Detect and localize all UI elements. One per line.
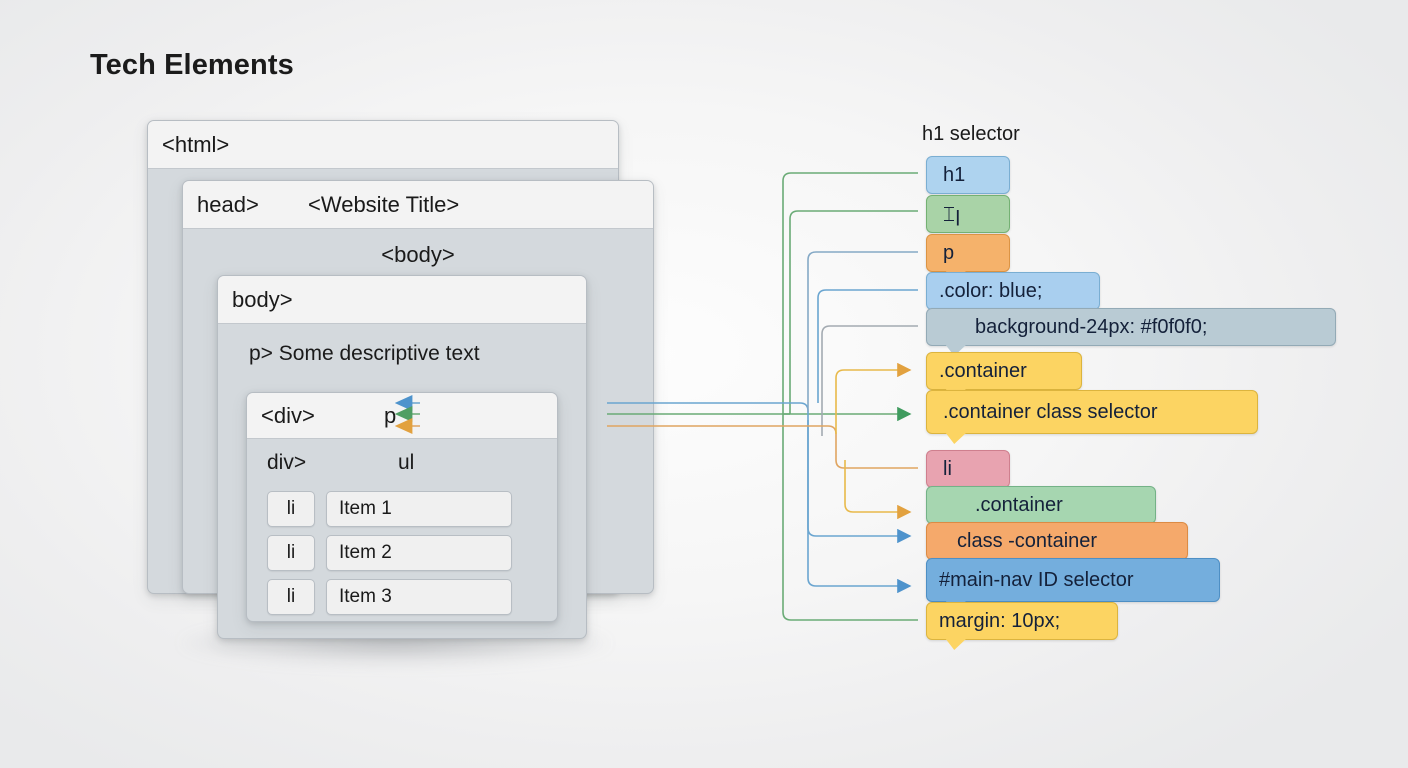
div-card-title: <div> — [261, 402, 315, 428]
website-title-label: <Website Title> — [308, 191, 460, 217]
list-item-tag: li — [267, 535, 315, 571]
callout-tail — [945, 638, 967, 650]
list-item-value: Item 2 — [326, 535, 512, 571]
callout-tail — [945, 432, 967, 444]
selector-box-h1[interactable]: h1 — [926, 156, 1010, 194]
page-title: Tech Elements — [90, 49, 294, 81]
selector-box-color-blue[interactable]: .color: blue; — [926, 272, 1100, 320]
selector-box-label: p — [943, 241, 955, 264]
selector-box-label: .color: blue; — [939, 279, 1043, 302]
ul-label: ul — [398, 451, 415, 474]
html-card-title: <html> — [162, 131, 230, 157]
selector-box-label: background-24px: #f0f0f0; — [975, 315, 1208, 338]
body-card-title-bar: body> — [218, 276, 586, 324]
list-item: li Item 1 — [267, 491, 512, 527]
paragraph-label: p> Some descriptive text — [249, 342, 480, 365]
div-card-p-label: p — [384, 402, 397, 428]
head-card-title-bar: head> <Website Title> — [183, 181, 653, 229]
selector-box-label: .container class selector — [943, 400, 1158, 423]
body-tag-label: <body> — [381, 242, 455, 267]
selector-box-container-1[interactable]: .container — [926, 352, 1082, 400]
list-item-value: Item 3 — [326, 579, 512, 615]
selector-box-li[interactable]: li — [926, 450, 1010, 498]
list-item-tag: li — [267, 491, 315, 527]
selector-box-class-cont[interactable]: class -container — [926, 522, 1188, 570]
h1-selector-heading: h1 selector — [922, 123, 1020, 145]
div-close-label: div> — [267, 451, 307, 474]
selector-box-label: #main-nav ID selector — [939, 568, 1134, 591]
selector-box-container-2[interactable]: .container — [926, 486, 1156, 534]
selector-box-label: h1 — [943, 163, 966, 186]
list-item-tag: li — [267, 579, 315, 615]
html-card-title-bar: <html> — [148, 121, 618, 169]
selector-box-container-cls[interactable]: .container class selector — [926, 390, 1258, 444]
selector-box-label: ⌶ꞁ — [943, 203, 961, 226]
selector-box-main-nav[interactable]: #main-nav ID selector — [926, 558, 1220, 612]
selector-box-label: class -container — [957, 529, 1098, 552]
head-card-title: head> — [197, 191, 259, 217]
list-item: li Item 2 — [267, 535, 512, 571]
selector-box-label: li — [943, 457, 952, 480]
selector-box-label: .container — [975, 493, 1063, 516]
selector-box-label: margin: 10px; — [939, 609, 1061, 632]
list-item: li Item 3 — [267, 579, 512, 615]
selector-box-label: .container — [939, 359, 1027, 382]
selector-box-margin[interactable]: margin: 10px; — [926, 602, 1118, 650]
selector-box-background[interactable]: background-24px: #f0f0f0; — [926, 308, 1336, 356]
body-card-title: body> — [232, 286, 293, 312]
selector-box-p[interactable]: p — [926, 234, 1010, 282]
selector-box-glyph[interactable]: ⌶ꞁ — [926, 195, 1010, 233]
list-item-value: Item 1 — [326, 491, 512, 527]
